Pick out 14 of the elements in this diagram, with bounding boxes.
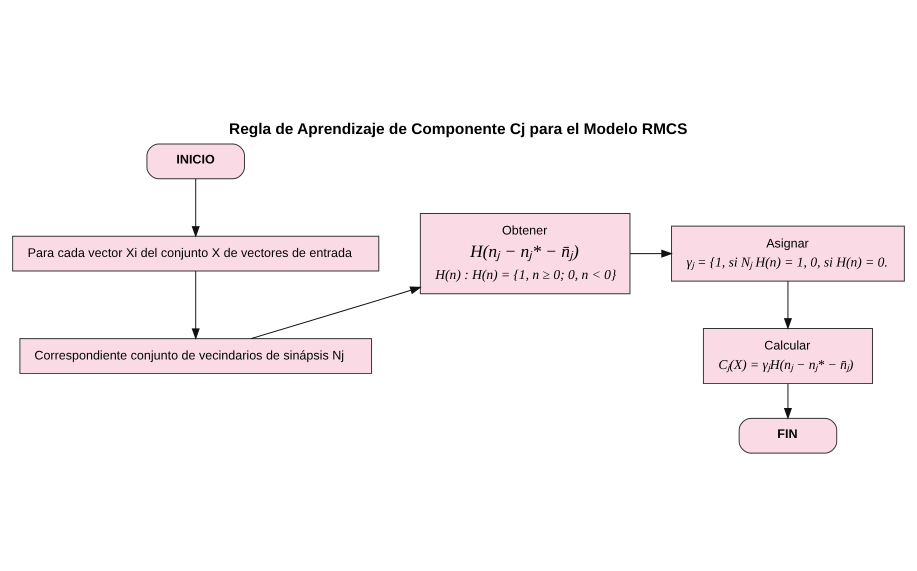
node-box: Obtener H(nⱼ − nⱼ* − n̄ⱼ) H(n) : H(n) = {1, n ≥ 0; 0, n < 0} [420,212,630,294]
node-box: INICIO [146,143,245,179]
arrow [250,286,422,339]
arrow [192,270,200,340]
diagram-title: Regla de Aprendizaje de Componente Cj para el Modelo RMCS [229,120,688,138]
node-box: Para cada vector Xi del conjunto X de vectores de entrada [12,235,380,271]
arrow [784,280,792,330]
arrow [630,249,673,258]
arrow [784,382,792,420]
node-box: FIN [738,417,838,454]
node-box: Asignar γⱼ = {1, si Nⱼ H(n) = 1, 0, si H(n) = 0. [671,225,905,282]
arrow [192,178,200,238]
node-box: Calcular Cⱼ(X) = γⱼH(nⱼ − nⱼ* − n̄ⱼ) [702,328,873,384]
node-box: Correspondiente conjunto de vecindarios de sinápsis Nj [19,338,372,374]
